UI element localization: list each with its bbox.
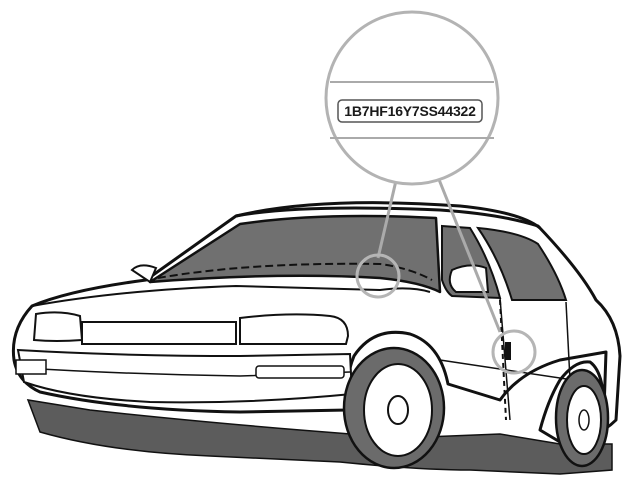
grille — [82, 322, 236, 344]
door-jamb-vin-plate — [505, 342, 511, 360]
vin-number: 1B7HF16Y7SS44322 — [344, 103, 476, 119]
rear-wheel — [556, 370, 608, 466]
front-wheel — [344, 348, 444, 468]
left-turn-signal — [16, 360, 46, 374]
magnified-vin-callout: 1B7HF16Y7SS44322 — [326, 12, 498, 184]
right-headlight — [240, 314, 348, 344]
right-turn-signal — [256, 366, 344, 378]
left-headlight — [34, 312, 82, 341]
